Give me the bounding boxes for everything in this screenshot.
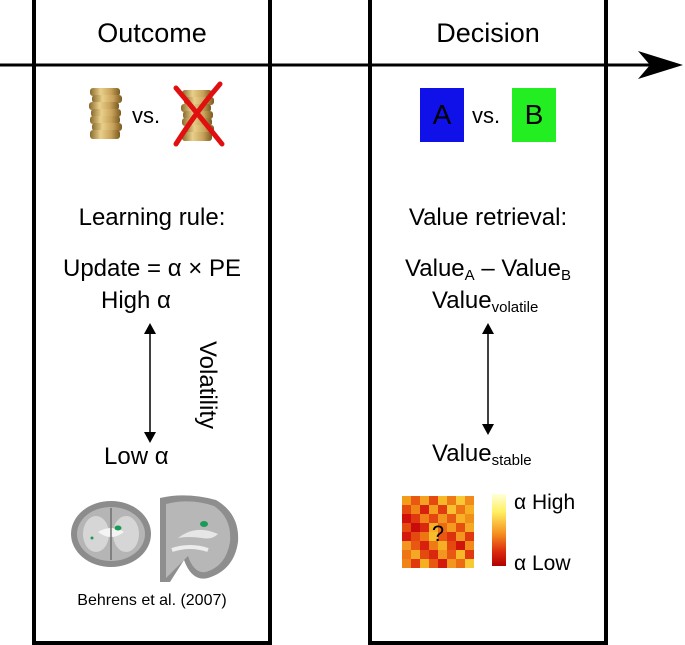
value-volatile-word: Value bbox=[432, 287, 492, 314]
value-stable-label: Valuestable bbox=[432, 440, 532, 469]
citation: Behrens et al. (2007) bbox=[77, 592, 227, 609]
value-stable-word: Value bbox=[432, 440, 492, 467]
value-a-word: Value bbox=[405, 255, 465, 282]
volatility-double-arrow bbox=[144, 323, 156, 443]
outcome-panel: Outcome bbox=[32, 0, 272, 645]
value-retrieval-label: Value retrieval: bbox=[408, 204, 568, 231]
timeline-arrow bbox=[0, 51, 683, 79]
option-b-box: B bbox=[512, 88, 556, 142]
crossed-coin-stack-icon bbox=[173, 81, 225, 147]
brain-sagittal-image bbox=[156, 490, 242, 586]
outcome-vs-label: vs. bbox=[132, 103, 161, 128]
value-difference-formula: ValueA – ValueB bbox=[372, 255, 604, 284]
decision-title: Decision bbox=[436, 18, 540, 48]
volatility-label: Volatility bbox=[194, 340, 221, 430]
value-volatile-label: Valuevolatile bbox=[432, 287, 539, 316]
colorbar-low-label: α Low bbox=[514, 552, 571, 575]
low-alpha-label: Low α bbox=[104, 443, 169, 470]
colorbar-high-label: α High bbox=[514, 491, 576, 514]
value-a-subscript: A bbox=[464, 267, 475, 284]
heatmap-question-mark: ? bbox=[432, 521, 444, 546]
volatile-subscript: volatile bbox=[491, 299, 539, 316]
decision-vs-label: vs. bbox=[472, 103, 501, 128]
decision-panel: Decision bbox=[368, 0, 608, 645]
brain-coronal-image bbox=[68, 498, 154, 570]
update-formula: Update = α × PE bbox=[63, 255, 241, 282]
cross-icon bbox=[173, 81, 225, 147]
stable-subscript: stable bbox=[491, 452, 532, 469]
option-b-label: B bbox=[524, 99, 544, 130]
learning-rule-label: Learning rule: bbox=[78, 204, 226, 231]
alpha-heatmap: ? bbox=[402, 496, 474, 568]
coin-stack-icon bbox=[89, 88, 122, 139]
minus-sign: – bbox=[474, 255, 502, 282]
option-a-label: A bbox=[432, 99, 452, 130]
value-b-subscript: B bbox=[560, 267, 571, 284]
option-a-box: A bbox=[420, 88, 464, 142]
outcome-title: Outcome bbox=[97, 18, 207, 48]
alpha-colorbar bbox=[492, 494, 506, 566]
high-alpha-label: High α bbox=[101, 287, 171, 314]
value-double-arrow bbox=[482, 323, 494, 435]
value-b-word: Value bbox=[501, 255, 561, 282]
